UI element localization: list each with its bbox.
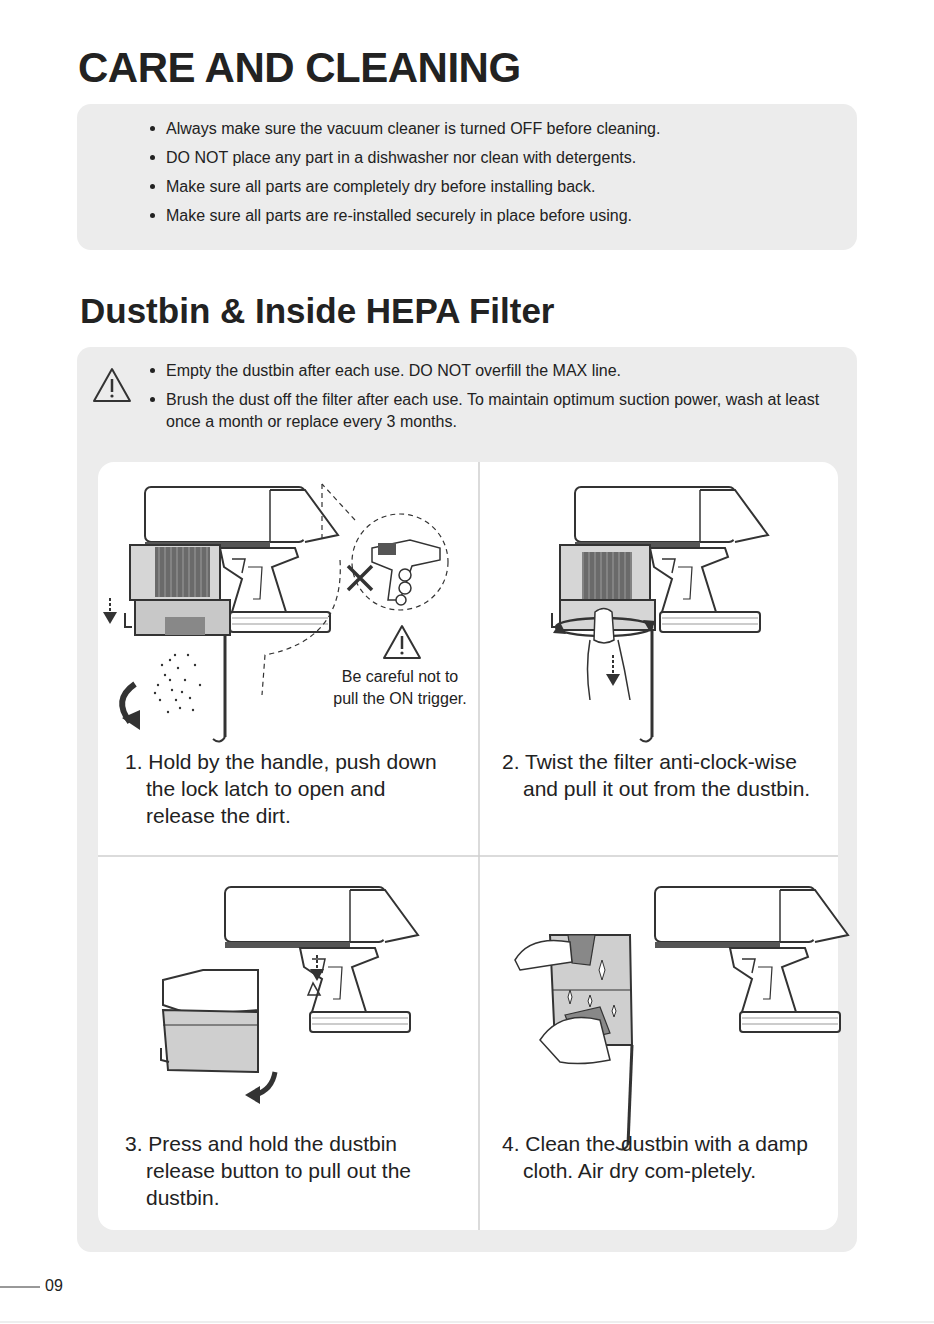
bullet-item: Make sure all parts are re-installed sec… [150, 205, 837, 227]
bullet-text: Make sure all parts are re-installed sec… [166, 207, 632, 224]
bullet-text: Make sure all parts are completely dry b… [166, 178, 596, 195]
bullet-item: DO NOT place any part in a dishwasher no… [150, 147, 837, 169]
section-panel: Dustbin & Inside HEPA FilterEmpty the du… [77, 290, 857, 433]
page-number: 09 [45, 1277, 63, 1295]
bullet-dot [150, 184, 155, 189]
bullet-text: Always make sure the vacuum cleaner is t… [166, 120, 660, 137]
bullet-dot [150, 397, 155, 402]
section-heading: Dustbin & Inside HEPA Filter [80, 290, 857, 332]
step-text: 2. Twist the filter anti-clock-wise and … [502, 748, 832, 802]
bullet-item: Empty the dustbin after each use. DO NOT… [150, 360, 856, 382]
step-cell: 3. Press and hold the dustbin release bu… [125, 1130, 455, 1211]
bullet-item: Always make sure the vacuum cleaner is t… [150, 118, 837, 140]
bullet-text: Empty the dustbin after each use. DO NOT… [166, 362, 621, 379]
bullet-text: Brush the dust off the filter after each… [166, 391, 819, 430]
step-text: 3. Press and hold the dustbin release bu… [125, 1130, 455, 1211]
bullet-dot [150, 126, 155, 131]
bullet-item: Brush the dust off the filter after each… [150, 389, 856, 433]
step-cell: 4. Clean the dustbin with a damp cloth. … [502, 1130, 832, 1184]
step-text: 1. Hold by the handle, push down the loc… [125, 748, 455, 829]
step-cell: 1. Hold by the handle, push down the loc… [125, 748, 455, 829]
caution-note: Be careful not to pull the ON trigger. [330, 666, 470, 710]
bullet-dot [150, 213, 155, 218]
warning-box: Always make sure the vacuum cleaner is t… [77, 104, 857, 250]
bullet-text: DO NOT place any part in a dishwasher no… [166, 149, 636, 166]
bullet-dot [150, 155, 155, 160]
page-title: CARE AND CLEANING [78, 44, 521, 92]
step-text: 4. Clean the dustbin with a damp cloth. … [502, 1130, 832, 1184]
bullet-item: Make sure all parts are completely dry b… [150, 176, 837, 198]
step-cell: 2. Twist the filter anti-clock-wise and … [502, 748, 832, 802]
bullet-dot [150, 368, 155, 373]
